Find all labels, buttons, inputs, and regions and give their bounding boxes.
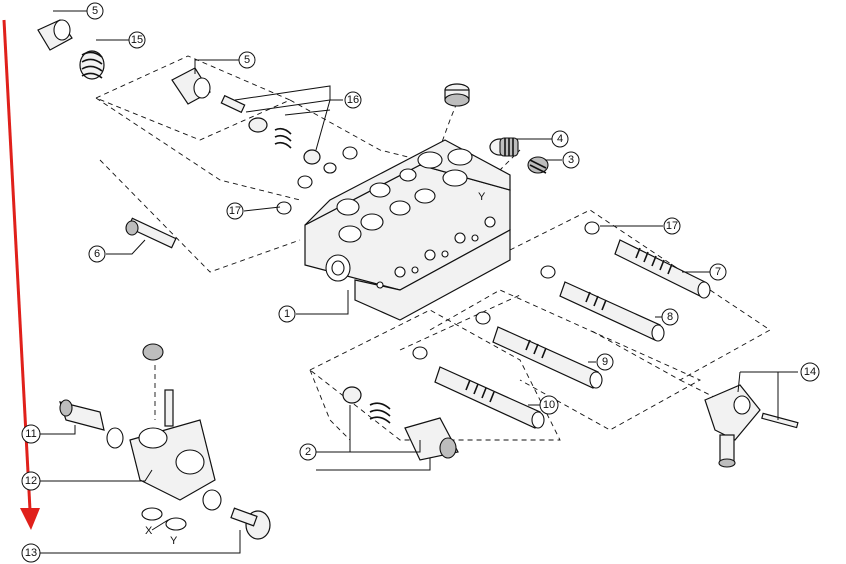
callout-13: 13	[21, 543, 41, 563]
svg-text:Y: Y	[170, 535, 178, 547]
callout-10: 10	[539, 395, 559, 415]
callout-label: 17	[229, 205, 241, 217]
callout-3: 3	[562, 151, 580, 169]
assembly-guide-lines	[95, 55, 771, 441]
callout-label: 15	[131, 34, 143, 46]
part-10-spool	[434, 366, 545, 429]
o-rings	[276, 146, 600, 360]
part-16-components	[220, 94, 321, 165]
callout-17-right: 17	[663, 217, 681, 235]
callout-label: 11	[25, 428, 36, 440]
callout-label: 4	[557, 133, 563, 145]
callout-label: 17	[666, 220, 678, 232]
callout-label: 6	[94, 248, 100, 260]
callout-label: 3	[568, 154, 574, 166]
part-4-threaded-cap	[489, 137, 519, 157]
callout-label: 1	[284, 308, 290, 320]
callout-2: 2	[299, 443, 317, 461]
callout-label: 14	[804, 366, 816, 378]
callout-8: 8	[661, 308, 679, 326]
callout-5-upper: 5	[86, 2, 104, 20]
part-3-threaded-plug	[527, 156, 549, 174]
callout-label: 8	[667, 311, 673, 323]
callout-6: 6	[88, 245, 106, 263]
callout-5-lower: 5	[238, 51, 256, 69]
leader-lines	[40, 10, 798, 554]
callout-label: 7	[715, 266, 721, 278]
part-5-end-cap-upper	[37, 19, 73, 51]
part-5-end-cap-lower	[171, 67, 211, 105]
svg-text:Y: Y	[478, 191, 486, 203]
part-15-spring	[79, 50, 105, 80]
callout-7: 7	[709, 263, 727, 281]
callout-14: 14	[800, 362, 820, 382]
callout-label: 13	[25, 547, 37, 559]
part-8-spool	[559, 281, 665, 342]
callout-label: 5	[244, 54, 250, 66]
callout-9: 9	[596, 353, 614, 371]
callout-16: 16	[344, 91, 362, 109]
left-valve-assembly	[59, 343, 271, 540]
callout-label: 2	[305, 446, 311, 458]
part-9-spool	[492, 326, 603, 389]
callout-15: 15	[128, 31, 146, 49]
callout-11: 11	[21, 424, 41, 444]
valve-body	[304, 139, 511, 321]
callout-4: 4	[551, 130, 569, 148]
callout-1: 1	[278, 305, 296, 323]
part-7-spool	[614, 239, 711, 299]
annotation-marks: Y X Y	[145, 191, 486, 547]
part-2-components	[342, 386, 459, 461]
callout-label: 10	[543, 399, 555, 411]
top-plug	[444, 83, 470, 107]
callout-17-left: 17	[226, 202, 244, 220]
part-6-pin	[125, 217, 177, 249]
callout-label: 5	[92, 5, 98, 17]
red-arrow	[2, 19, 40, 530]
callout-label: 16	[347, 94, 359, 106]
part-14-bracket	[704, 384, 799, 468]
callout-label: 9	[602, 356, 608, 368]
svg-text:X: X	[145, 525, 153, 537]
callout-12: 12	[21, 471, 41, 491]
callout-label: 12	[25, 475, 37, 487]
